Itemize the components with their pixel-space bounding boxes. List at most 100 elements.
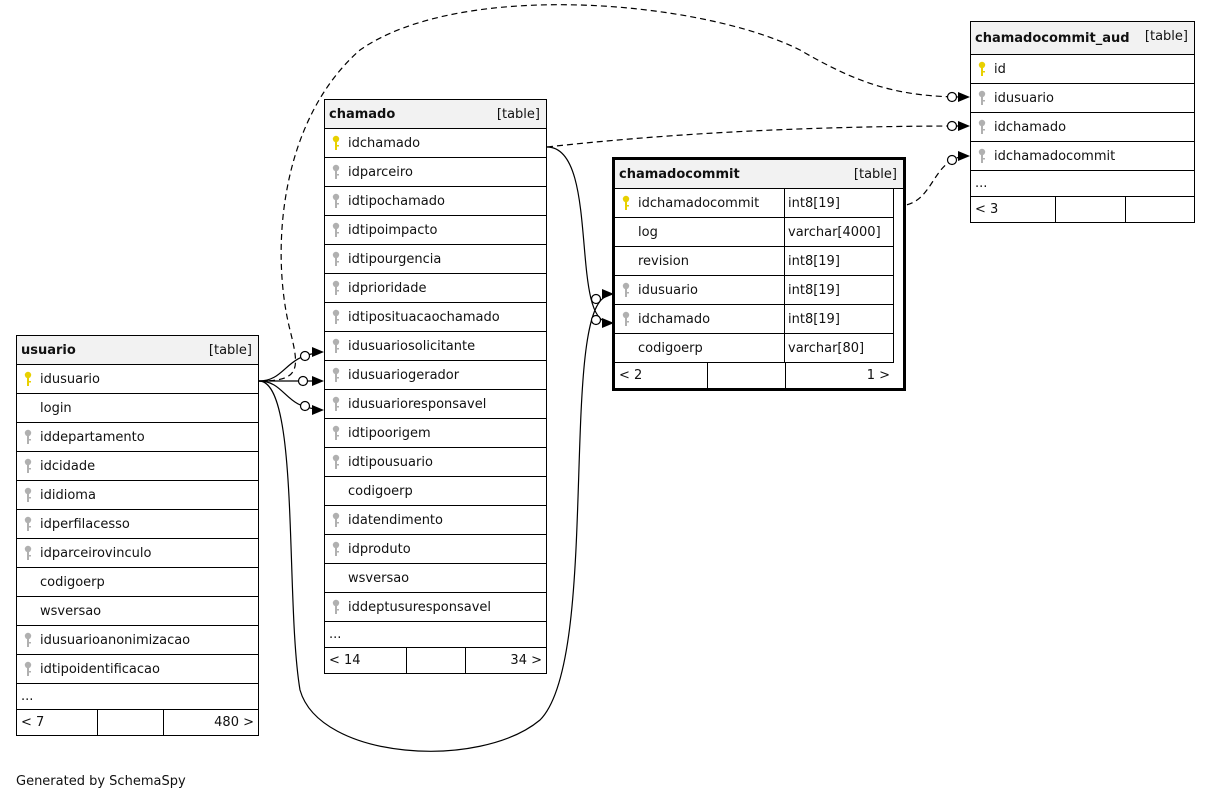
column-row[interactable]: codigoerp xyxy=(17,568,258,597)
column-name: idusuario xyxy=(40,371,100,387)
column-row[interactable]: idparceirovinculo xyxy=(17,539,258,568)
column-row[interactable]: iddeptusuresponsavel xyxy=(325,593,546,622)
key-icon-gray xyxy=(622,311,630,326)
column-row[interactable]: idtipochamado xyxy=(325,187,546,216)
key-cell xyxy=(325,164,347,180)
column-row[interactable]: idperfilacesso xyxy=(17,510,258,539)
column-row[interactable]: idcidade xyxy=(17,452,258,481)
key-icon-gray xyxy=(24,545,32,560)
column-name: iddepartamento xyxy=(40,429,145,445)
table-kind: [table] xyxy=(496,107,540,122)
column-name: idtiposituacaochamado xyxy=(348,309,500,325)
crowfoot-circle xyxy=(946,91,958,103)
key-icon-gray xyxy=(332,280,340,295)
column-row[interactable]: idatendimento xyxy=(325,506,546,535)
key-icon-gray xyxy=(332,425,340,440)
column-row[interactable]: idparceiro xyxy=(325,158,546,187)
column-name: idperfilacesso xyxy=(40,516,130,532)
column-row[interactable]: id xyxy=(971,55,1194,84)
crowfoot-arrow xyxy=(958,92,970,102)
column-row[interactable]: idtipoidentificacao xyxy=(17,655,258,684)
key-cell xyxy=(615,282,637,298)
column-row[interactable]: idusuario xyxy=(17,365,258,394)
column-row[interactable]: idtiposituacaochamado xyxy=(325,303,546,332)
key-icon-gray xyxy=(24,632,32,647)
key-cell xyxy=(971,90,993,106)
crowfoot-arrow xyxy=(312,376,324,386)
column-row[interactable]: idchamadocommit xyxy=(971,142,1194,171)
parents-count: < 7 xyxy=(21,715,45,730)
column-name: codigoerp xyxy=(348,483,413,499)
column-name: idusuario xyxy=(994,90,1054,106)
column-name: idtipoidentificacao xyxy=(40,661,160,677)
parents-count: < 2 xyxy=(619,368,643,383)
key-icon-gray xyxy=(332,251,340,266)
key-icon-gray xyxy=(24,429,32,444)
key-icon-gray xyxy=(332,454,340,469)
column-name: idproduto xyxy=(348,541,411,557)
table-footer: < 14 34 > xyxy=(325,648,546,673)
key-cell xyxy=(17,661,39,677)
column-name: idatendimento xyxy=(348,512,443,528)
column-row[interactable]: idtipoorigem xyxy=(325,419,546,448)
column-type: int8[19] xyxy=(788,282,840,298)
generated-by-caption: Generated by SchemaSpy xyxy=(16,774,186,789)
column-row[interactable]: wsversao xyxy=(17,597,258,626)
column-row[interactable]: idusuarioresponsavel xyxy=(325,390,546,419)
column-row[interactable]: idproduto xyxy=(325,535,546,564)
column-row[interactable]: codigoerp xyxy=(325,477,546,506)
parents-count: < 3 xyxy=(975,202,999,217)
table-name: chamadocommit xyxy=(619,166,740,182)
table-name: chamadocommit_aud xyxy=(975,30,1130,46)
key-icon-gray xyxy=(24,516,32,531)
crowfoot-circle xyxy=(299,350,311,362)
column-row[interactable]: idchamado xyxy=(971,113,1194,142)
table-footer: < 3 xyxy=(971,197,1194,222)
column-name: idusuariosolicitante xyxy=(348,338,476,354)
key-icon-gray xyxy=(24,458,32,473)
footer-spacer xyxy=(1055,197,1125,222)
column-row[interactable]: idtipousuario xyxy=(325,448,546,477)
more-columns: ... xyxy=(325,622,546,648)
column-name: wsversao xyxy=(348,570,410,586)
column-row[interactable]: idusuariogerador xyxy=(325,361,546,390)
column-name: id xyxy=(994,61,1006,77)
column-name: codigoerp xyxy=(40,574,105,590)
column-row[interactable]: idtipourgencia xyxy=(325,245,546,274)
column-name: idchamadocommit xyxy=(994,148,1116,164)
column-row[interactable]: wsversao xyxy=(325,564,546,593)
column-row[interactable]: iddepartamento xyxy=(17,423,258,452)
column-name: idtipousuario xyxy=(348,454,433,470)
key-icon-gray xyxy=(332,367,340,382)
column-row[interactable]: idusuariosolicitante xyxy=(325,332,546,361)
column-name: idtipoorigem xyxy=(348,425,431,441)
column-row[interactable]: idprioridade xyxy=(325,274,546,303)
crowfoot-arrow xyxy=(312,405,324,415)
column-type: int8[19] xyxy=(788,253,840,269)
key-icon-gray xyxy=(332,164,340,179)
column-row[interactable]: idtipoimpacto xyxy=(325,216,546,245)
column-row[interactable]: idchamado xyxy=(325,129,546,158)
key-cell xyxy=(17,632,39,648)
key-cell xyxy=(325,280,347,296)
column-row[interactable]: idusuarioanonimizacao xyxy=(17,626,258,655)
table-name: usuario xyxy=(21,342,76,358)
key-cell xyxy=(325,222,347,238)
column-name: idusuarioresponsavel xyxy=(348,396,487,412)
column-row[interactable]: ididioma xyxy=(17,481,258,510)
key-cell xyxy=(325,541,347,557)
column-row[interactable]: idusuario xyxy=(971,84,1194,113)
key-icon-gray xyxy=(332,222,340,237)
column-name: idchamado xyxy=(638,311,711,327)
column-row[interactable]: login xyxy=(17,394,258,423)
